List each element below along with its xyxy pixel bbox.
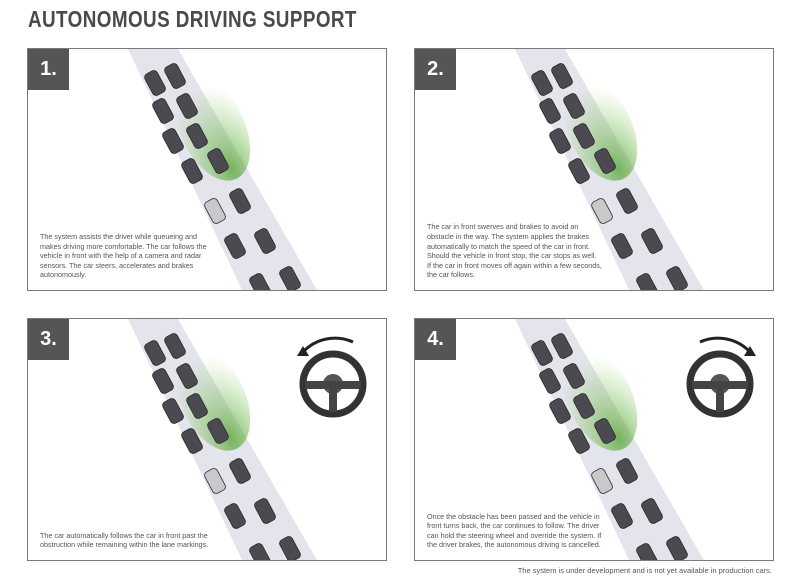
car — [636, 543, 658, 560]
car — [641, 228, 663, 254]
car — [279, 536, 301, 560]
traffic-illustration — [515, 49, 704, 290]
step-number: 2. — [415, 49, 456, 90]
steering-wheel-icon — [686, 350, 754, 418]
car — [666, 266, 688, 290]
car — [531, 340, 553, 366]
rotation-arrow-icon — [301, 336, 354, 354]
car — [666, 536, 688, 560]
step-description: Once the obstacle has been passed and th… — [427, 511, 602, 550]
panel-step-3: 3. The car automatically follows the car… — [27, 318, 387, 561]
sensor-field — [175, 77, 251, 181]
car — [549, 128, 571, 154]
panel-step-1: 1. The system assists the driver while q… — [27, 48, 387, 291]
car — [224, 233, 246, 259]
own-car — [591, 198, 613, 224]
car — [279, 266, 301, 290]
step-number: 1. — [28, 49, 69, 90]
car — [207, 418, 229, 444]
panel-step-2: 2. The car in front swerves and brakes t… — [414, 48, 774, 291]
car — [573, 123, 595, 149]
step-description: The car in front swerves and brakes to a… — [427, 222, 602, 280]
car — [539, 98, 561, 124]
sensor-field — [562, 347, 638, 451]
traffic-illustration — [128, 49, 317, 290]
traffic-illustration — [128, 319, 367, 560]
own-car — [204, 198, 226, 224]
car — [164, 63, 186, 89]
car — [551, 63, 573, 89]
car — [616, 188, 638, 214]
car — [254, 228, 276, 254]
car — [549, 398, 571, 424]
car — [551, 333, 573, 359]
car — [186, 393, 208, 419]
car — [162, 398, 184, 424]
car — [611, 503, 633, 529]
car — [573, 393, 595, 419]
sensor-field — [175, 347, 251, 451]
car — [568, 158, 590, 184]
car — [563, 93, 585, 119]
car — [616, 458, 638, 484]
car — [611, 233, 633, 259]
car — [249, 273, 271, 290]
car — [181, 428, 203, 454]
car — [594, 148, 616, 174]
car — [152, 98, 174, 124]
car — [162, 128, 184, 154]
rotation-arrow-icon — [699, 336, 752, 354]
car — [594, 418, 616, 444]
car — [636, 273, 658, 290]
sensor-field — [562, 77, 638, 181]
car — [563, 363, 585, 389]
car — [207, 148, 229, 174]
car — [186, 123, 208, 149]
car — [229, 188, 251, 214]
step-description: The system assists the driver while queu… — [40, 232, 207, 280]
car — [531, 70, 553, 96]
footnote: The system is under development and is n… — [517, 566, 772, 575]
panel-step-4: 4. Once the obstacle has been passed and… — [414, 318, 774, 561]
car — [568, 428, 590, 454]
car — [254, 498, 276, 524]
car — [249, 543, 271, 560]
car — [152, 368, 174, 394]
step-number: 4. — [415, 319, 456, 360]
step-number: 3. — [28, 319, 69, 360]
car — [164, 333, 186, 359]
own-car — [204, 468, 226, 494]
car — [144, 70, 166, 96]
car — [181, 158, 203, 184]
car — [176, 363, 198, 389]
own-car — [591, 468, 613, 494]
car — [224, 503, 246, 529]
car — [539, 368, 561, 394]
car — [176, 93, 198, 119]
car — [144, 340, 166, 366]
page-title: AUTONOMOUS DRIVING SUPPORT — [28, 6, 357, 32]
car — [229, 458, 251, 484]
step-description: The car automatically follows the car in… — [40, 530, 209, 550]
steering-wheel-icon — [299, 350, 367, 418]
car — [641, 498, 663, 524]
traffic-illustration — [515, 319, 756, 560]
